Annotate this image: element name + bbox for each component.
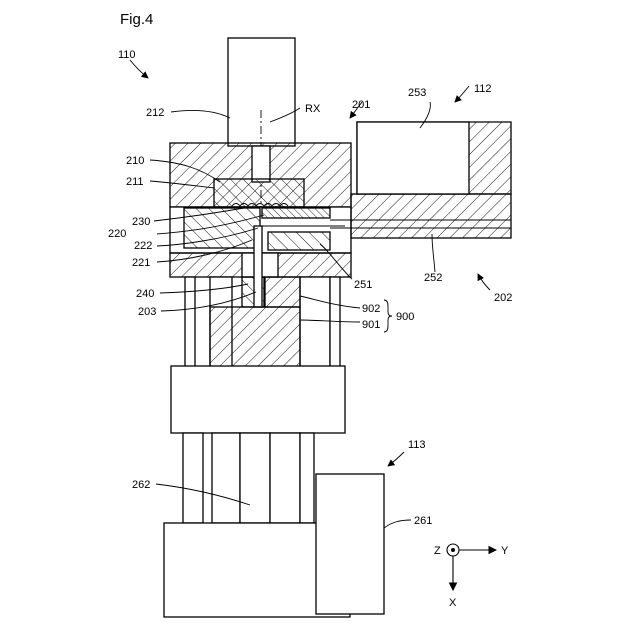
label-900: 900 [396,311,414,323]
coordinate-axes: Z Y X [434,544,509,609]
tie-bar-right [330,277,340,369]
upper-actuator-212 [228,38,295,146]
plunger-203 [254,226,262,307]
motor-261 [316,474,384,614]
axis-y-label: Y [501,545,509,557]
plate-230 [262,208,330,218]
label-261: 261 [414,515,432,527]
label-240: 240 [136,288,154,300]
upper-stem [252,146,270,182]
label-253: 253 [408,87,426,99]
label-221: 221 [132,257,150,269]
column-2 [212,433,240,523]
label-112: 112 [474,83,492,95]
label-210: 210 [126,155,144,167]
figure-title: Fig.4 [120,11,153,28]
column-1 [183,433,203,523]
label-211: 211 [126,176,144,188]
runner-block-251 [268,232,330,250]
block-902 [265,277,300,307]
label-110: 110 [118,49,136,61]
platen [171,366,345,433]
label-901: 901 [362,319,380,331]
label-230: 230 [132,216,150,228]
column-3 [240,433,270,523]
upper-die-211 [214,179,304,207]
label-203: 203 [138,306,156,318]
label-201: 201 [352,99,370,111]
label-113: 113 [408,439,426,451]
label-902: 902 [362,303,380,315]
z-axis-dot-icon [451,548,455,552]
label-rx: RX [305,103,321,115]
label-212: 212 [146,107,164,119]
label-262: 262 [132,479,150,491]
column-5 [300,433,314,523]
label-222: 222 [134,240,152,252]
label-252: 252 [424,272,442,284]
block-901 [210,307,300,369]
label-202: 202 [494,292,512,304]
axis-x-label: X [449,597,457,609]
guide-right [300,277,330,369]
label-220: 220 [108,228,126,240]
axis-z-label: Z [434,545,441,557]
injection-barrel-252 [351,194,511,238]
label-251: 251 [354,279,372,291]
hopper-253 [357,122,469,194]
column-4 [270,433,300,523]
